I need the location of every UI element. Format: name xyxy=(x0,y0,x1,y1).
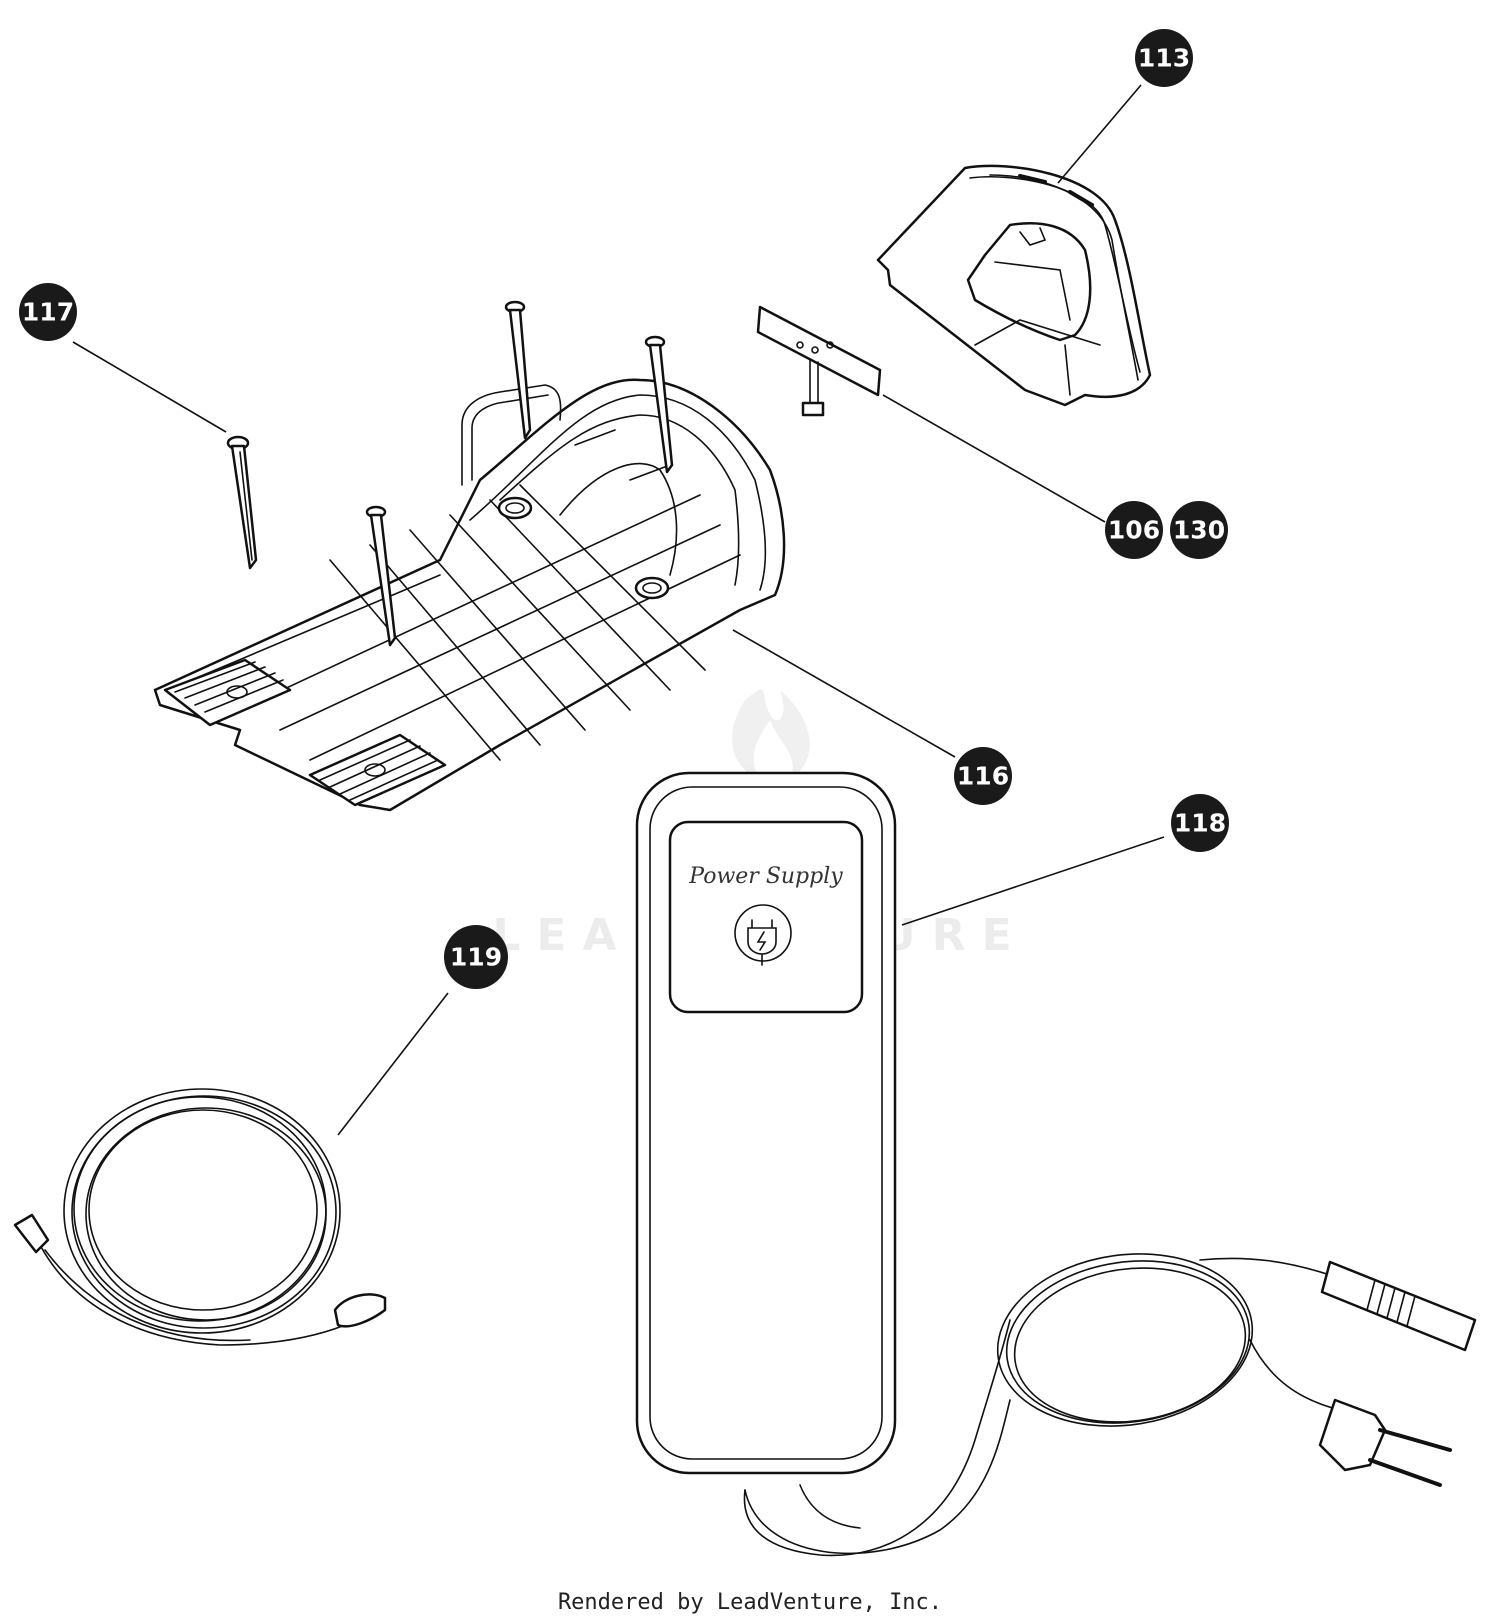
callout-106[interactable]: 106 xyxy=(1105,501,1163,559)
stake-on-base-1 xyxy=(504,300,532,440)
svg-text:106: 106 xyxy=(1108,516,1160,545)
svg-text:113: 113 xyxy=(1138,44,1190,73)
callout-118[interactable]: 118 xyxy=(1171,794,1229,852)
leader-113 xyxy=(1057,84,1142,184)
footer-credit: Rendered by LeadVenture, Inc. xyxy=(557,1590,943,1615)
leader-117 xyxy=(72,341,227,433)
leader-118 xyxy=(901,836,1165,926)
callout-116[interactable]: 116 xyxy=(954,747,1012,805)
part-113-cover[interactable] xyxy=(876,164,1152,407)
part-106-130-board[interactable] xyxy=(756,305,882,417)
leader-119 xyxy=(337,992,449,1136)
svg-text:118: 118 xyxy=(1174,809,1226,838)
leader-106-130 xyxy=(882,394,1106,523)
part-118-power-supply[interactable]: Power Supply xyxy=(635,771,1477,1557)
leader-116 xyxy=(732,629,956,758)
callout-130[interactable]: 130 xyxy=(1170,501,1228,559)
callout-117[interactable]: 117 xyxy=(19,283,77,341)
callout-119[interactable]: 119 xyxy=(444,925,508,989)
svg-text:130: 130 xyxy=(1173,516,1225,545)
stake-on-base-3 xyxy=(365,505,397,647)
stake-on-base-2 xyxy=(644,335,674,474)
plug-icon xyxy=(734,904,792,962)
part-119-cable[interactable] xyxy=(13,1088,387,1346)
part-117-stake[interactable] xyxy=(226,435,258,570)
svg-text:119: 119 xyxy=(450,943,502,972)
svg-text:116: 116 xyxy=(957,762,1009,791)
part-116-base-plate[interactable] xyxy=(153,378,786,812)
callout-113[interactable]: 113 xyxy=(1135,29,1193,87)
power-supply-label: Power Supply xyxy=(688,864,843,889)
svg-text:117: 117 xyxy=(22,298,74,327)
